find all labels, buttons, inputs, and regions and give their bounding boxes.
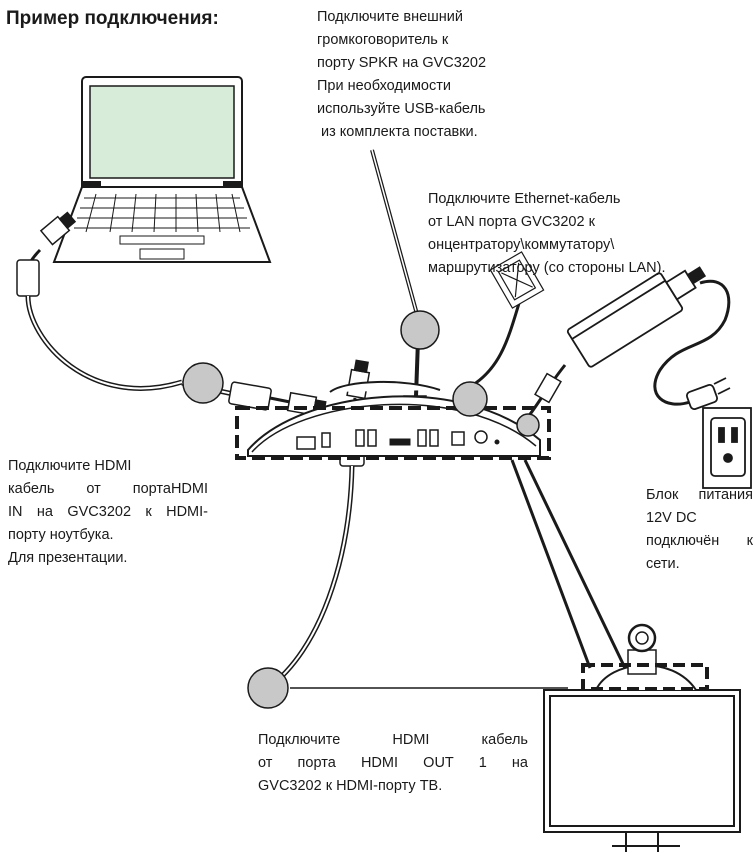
laptop-icon	[52, 76, 272, 263]
camera-icon	[595, 623, 697, 691]
ethernet-cable	[461, 251, 545, 459]
tv-icon	[543, 689, 741, 852]
callout-markers	[182, 310, 540, 709]
speaker-marker	[400, 310, 440, 350]
camera-highlight	[581, 663, 709, 691]
camera-link-lines	[510, 459, 627, 669]
hdmi-out-marker	[247, 667, 289, 709]
power-adapter-icon	[521, 266, 752, 489]
laptop-hdmi-cable	[16, 211, 183, 391]
power-plug-icon	[685, 377, 731, 411]
device-ports-highlight	[235, 406, 551, 460]
wall-network-outlet-icon	[489, 251, 545, 309]
page-title: Пример подключения:	[6, 8, 219, 29]
ethernet-marker	[452, 381, 488, 417]
power-marker	[516, 413, 540, 437]
wall-power-outlet-icon	[702, 407, 752, 489]
hdmi-in-marker	[182, 362, 224, 404]
hdmi-in-cable	[181, 380, 327, 416]
